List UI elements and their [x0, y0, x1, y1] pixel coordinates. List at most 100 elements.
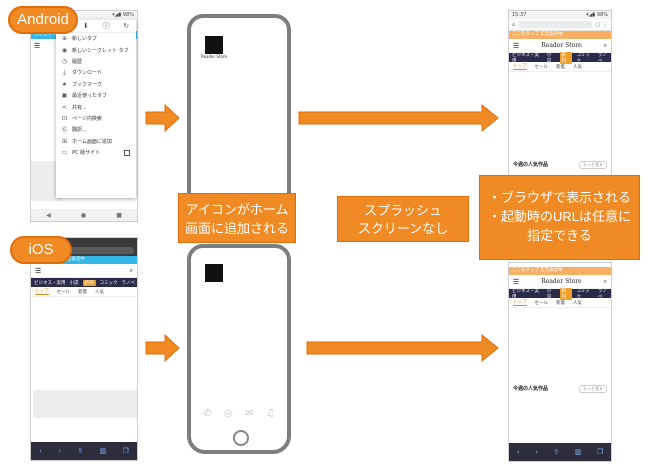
search-icon[interactable]: ⌕ [603, 41, 607, 49]
category-novel[interactable]: 小説 [546, 52, 552, 64]
search-icon[interactable]: ⌕ [129, 266, 133, 274]
menu-item-label: 最近使ったタブ [72, 93, 108, 100]
menu-item[interactable]: ⊕新しいタブ [56, 33, 136, 44]
menu-item[interactable]: ◉新しいシークレット タブ [56, 44, 136, 55]
category-novel[interactable]: 小説 [546, 288, 552, 300]
tabs-icon[interactable]: ❐ [596, 448, 604, 456]
menu-item-label: 共有... [72, 104, 87, 111]
menu-item[interactable]: ⊞ホーム画面に追加 [56, 136, 136, 147]
menu-item-label: ページ内検索 [72, 115, 102, 122]
ios-browser-screenshot: ここをタップ 広告表示中 ☰ ⌕ ビジネス・実用 小説 新刊 コミック ラノベ … [30, 237, 138, 461]
menu-item-icon: < [61, 103, 68, 111]
android-label: Android [8, 6, 78, 34]
hamburger-icon[interactable]: ☰ [513, 277, 520, 286]
menu-item[interactable]: ▭PC 版サイト [56, 147, 136, 158]
reader-store-app-icon[interactable] [205, 36, 223, 54]
tab-top[interactable]: トップ [513, 300, 527, 306]
more-button[interactable]: もっと見る [579, 161, 607, 169]
store-logo[interactable]: Reader Store [541, 42, 582, 49]
home-app-shortcut[interactable] [205, 264, 223, 282]
forward-icon[interactable]: › [535, 448, 538, 456]
menu-item-icon: ◉ [61, 46, 68, 54]
tab-new[interactable]: 新着 [78, 289, 87, 295]
menu-item[interactable]: ▣最近使ったタブ [56, 90, 136, 101]
home-button[interactable] [233, 430, 249, 446]
music-icon[interactable]: ♫ [265, 407, 275, 419]
store-header: ☰ ⌕ [31, 264, 137, 278]
category-comic[interactable]: コミック [576, 288, 590, 300]
category-new[interactable]: 新刊 [559, 287, 573, 300]
info-icon[interactable]: ⓘ [102, 22, 110, 30]
share-icon[interactable]: ⇪ [553, 448, 560, 456]
home-app-shortcut[interactable]: Reader Store [201, 36, 227, 59]
hamburger-icon[interactable]: ☰ [34, 42, 41, 50]
download-icon[interactable]: ⬇ [82, 22, 89, 30]
category-novel[interactable]: 小説 [69, 280, 79, 286]
menu-item[interactable]: ◷履歴 [56, 56, 136, 67]
tab-popular[interactable]: 人気 [95, 289, 104, 295]
forward-icon[interactable]: › [58, 447, 62, 455]
category-comic[interactable]: コミック [576, 52, 590, 64]
category-lightnovel[interactable]: ラノベ [121, 280, 135, 286]
back-icon[interactable]: ‹ [39, 447, 42, 455]
more-button[interactable]: もっと見る [579, 385, 607, 393]
menu-item-icon: ⊡ [61, 114, 68, 122]
ios-label: iOS [10, 236, 72, 264]
menu-item[interactable]: ★ブックマーク [56, 79, 136, 90]
tab-popular[interactable]: 人気 [573, 300, 582, 306]
mail-icon[interactable]: ✉ [245, 407, 254, 419]
recents-icon[interactable]: ■ [116, 211, 122, 219]
menu-item-icon: ⊕ [61, 35, 68, 43]
tabs-icon[interactable]: ▢ [595, 21, 600, 28]
tab-sale[interactable]: セール [534, 300, 549, 306]
url-field[interactable] [518, 21, 593, 28]
browser-icon[interactable]: ◎ [223, 407, 233, 419]
popular-section-title: 今週の人気作品 もっと見る [509, 161, 611, 169]
search-icon[interactable]: ⌕ [603, 277, 607, 285]
store-logo[interactable]: Reader Store [541, 278, 582, 285]
tab-sale[interactable]: セール [534, 64, 549, 70]
promo-banner[interactable]: ここをタップ 広告表示中 [509, 267, 611, 275]
category-lightnovel[interactable]: ラノベ [597, 288, 607, 300]
category-new[interactable]: 新刊 [82, 279, 96, 286]
home-icon[interactable]: ● [80, 211, 87, 219]
phone-icon[interactable]: ✆ [203, 407, 212, 419]
reload-icon[interactable]: ↻ [123, 22, 130, 30]
tab-new[interactable]: 新着 [556, 64, 565, 70]
category-bar: ビジネス・実用 小説 新刊 コミック ラノベ [509, 51, 611, 64]
menu-item[interactable]: < 共有... [56, 101, 136, 112]
hamburger-icon[interactable]: ☰ [35, 266, 42, 275]
home-icon[interactable]: ⌂ [512, 21, 516, 28]
hamburger-icon[interactable]: ☰ [513, 41, 520, 50]
ios-home-phone: ✆ ◎ ✉ ♫ [187, 244, 291, 454]
category-business[interactable]: ビジネス・実用 [512, 288, 539, 300]
reader-store-app-icon[interactable] [205, 264, 223, 282]
desktop-site-checkbox[interactable] [124, 149, 130, 156]
tab-top[interactable]: トップ [513, 64, 527, 70]
promo-banner[interactable]: ここをタップ 広告表示中 [509, 31, 611, 39]
bookmarks-icon[interactable]: ▥ [99, 447, 107, 455]
callout-no-splash: スプラッシュ スクリーンなし [337, 196, 469, 242]
tab-top[interactable]: トップ [35, 289, 49, 295]
menu-item[interactable]: ⤓ダウンロード [56, 67, 136, 78]
tabs-icon[interactable]: ❐ [122, 447, 129, 455]
back-icon[interactable]: ‹ [516, 448, 520, 456]
category-new[interactable]: 新刊 [559, 51, 573, 64]
tab-sale[interactable]: セール [56, 289, 71, 295]
category-comic[interactable]: コミック [99, 280, 118, 286]
menu-item[interactable]: ⊡ ページ内検索 [56, 113, 136, 124]
more-icon[interactable]: ⋮ [603, 21, 608, 28]
address-bar[interactable]: ⌂ ▢ ⋮ [509, 19, 611, 31]
category-business[interactable]: ビジネス・実用 [512, 52, 539, 64]
menu-item-label: 履歴 [72, 58, 83, 65]
back-icon[interactable]: ◀ [46, 211, 51, 219]
arrow-phone-to-result-top [298, 103, 499, 133]
bookmarks-icon[interactable]: ▥ [574, 448, 582, 456]
tab-new[interactable]: 新着 [556, 300, 565, 306]
category-bar: ビジネス・実用 小説 新刊 コミック ラノベ [31, 278, 137, 287]
category-business[interactable]: ビジネス・実用 [34, 280, 66, 286]
tab-popular[interactable]: 人気 [573, 64, 582, 70]
category-lightnovel[interactable]: ラノベ [597, 52, 607, 64]
share-icon[interactable]: ⇪ [77, 447, 84, 455]
